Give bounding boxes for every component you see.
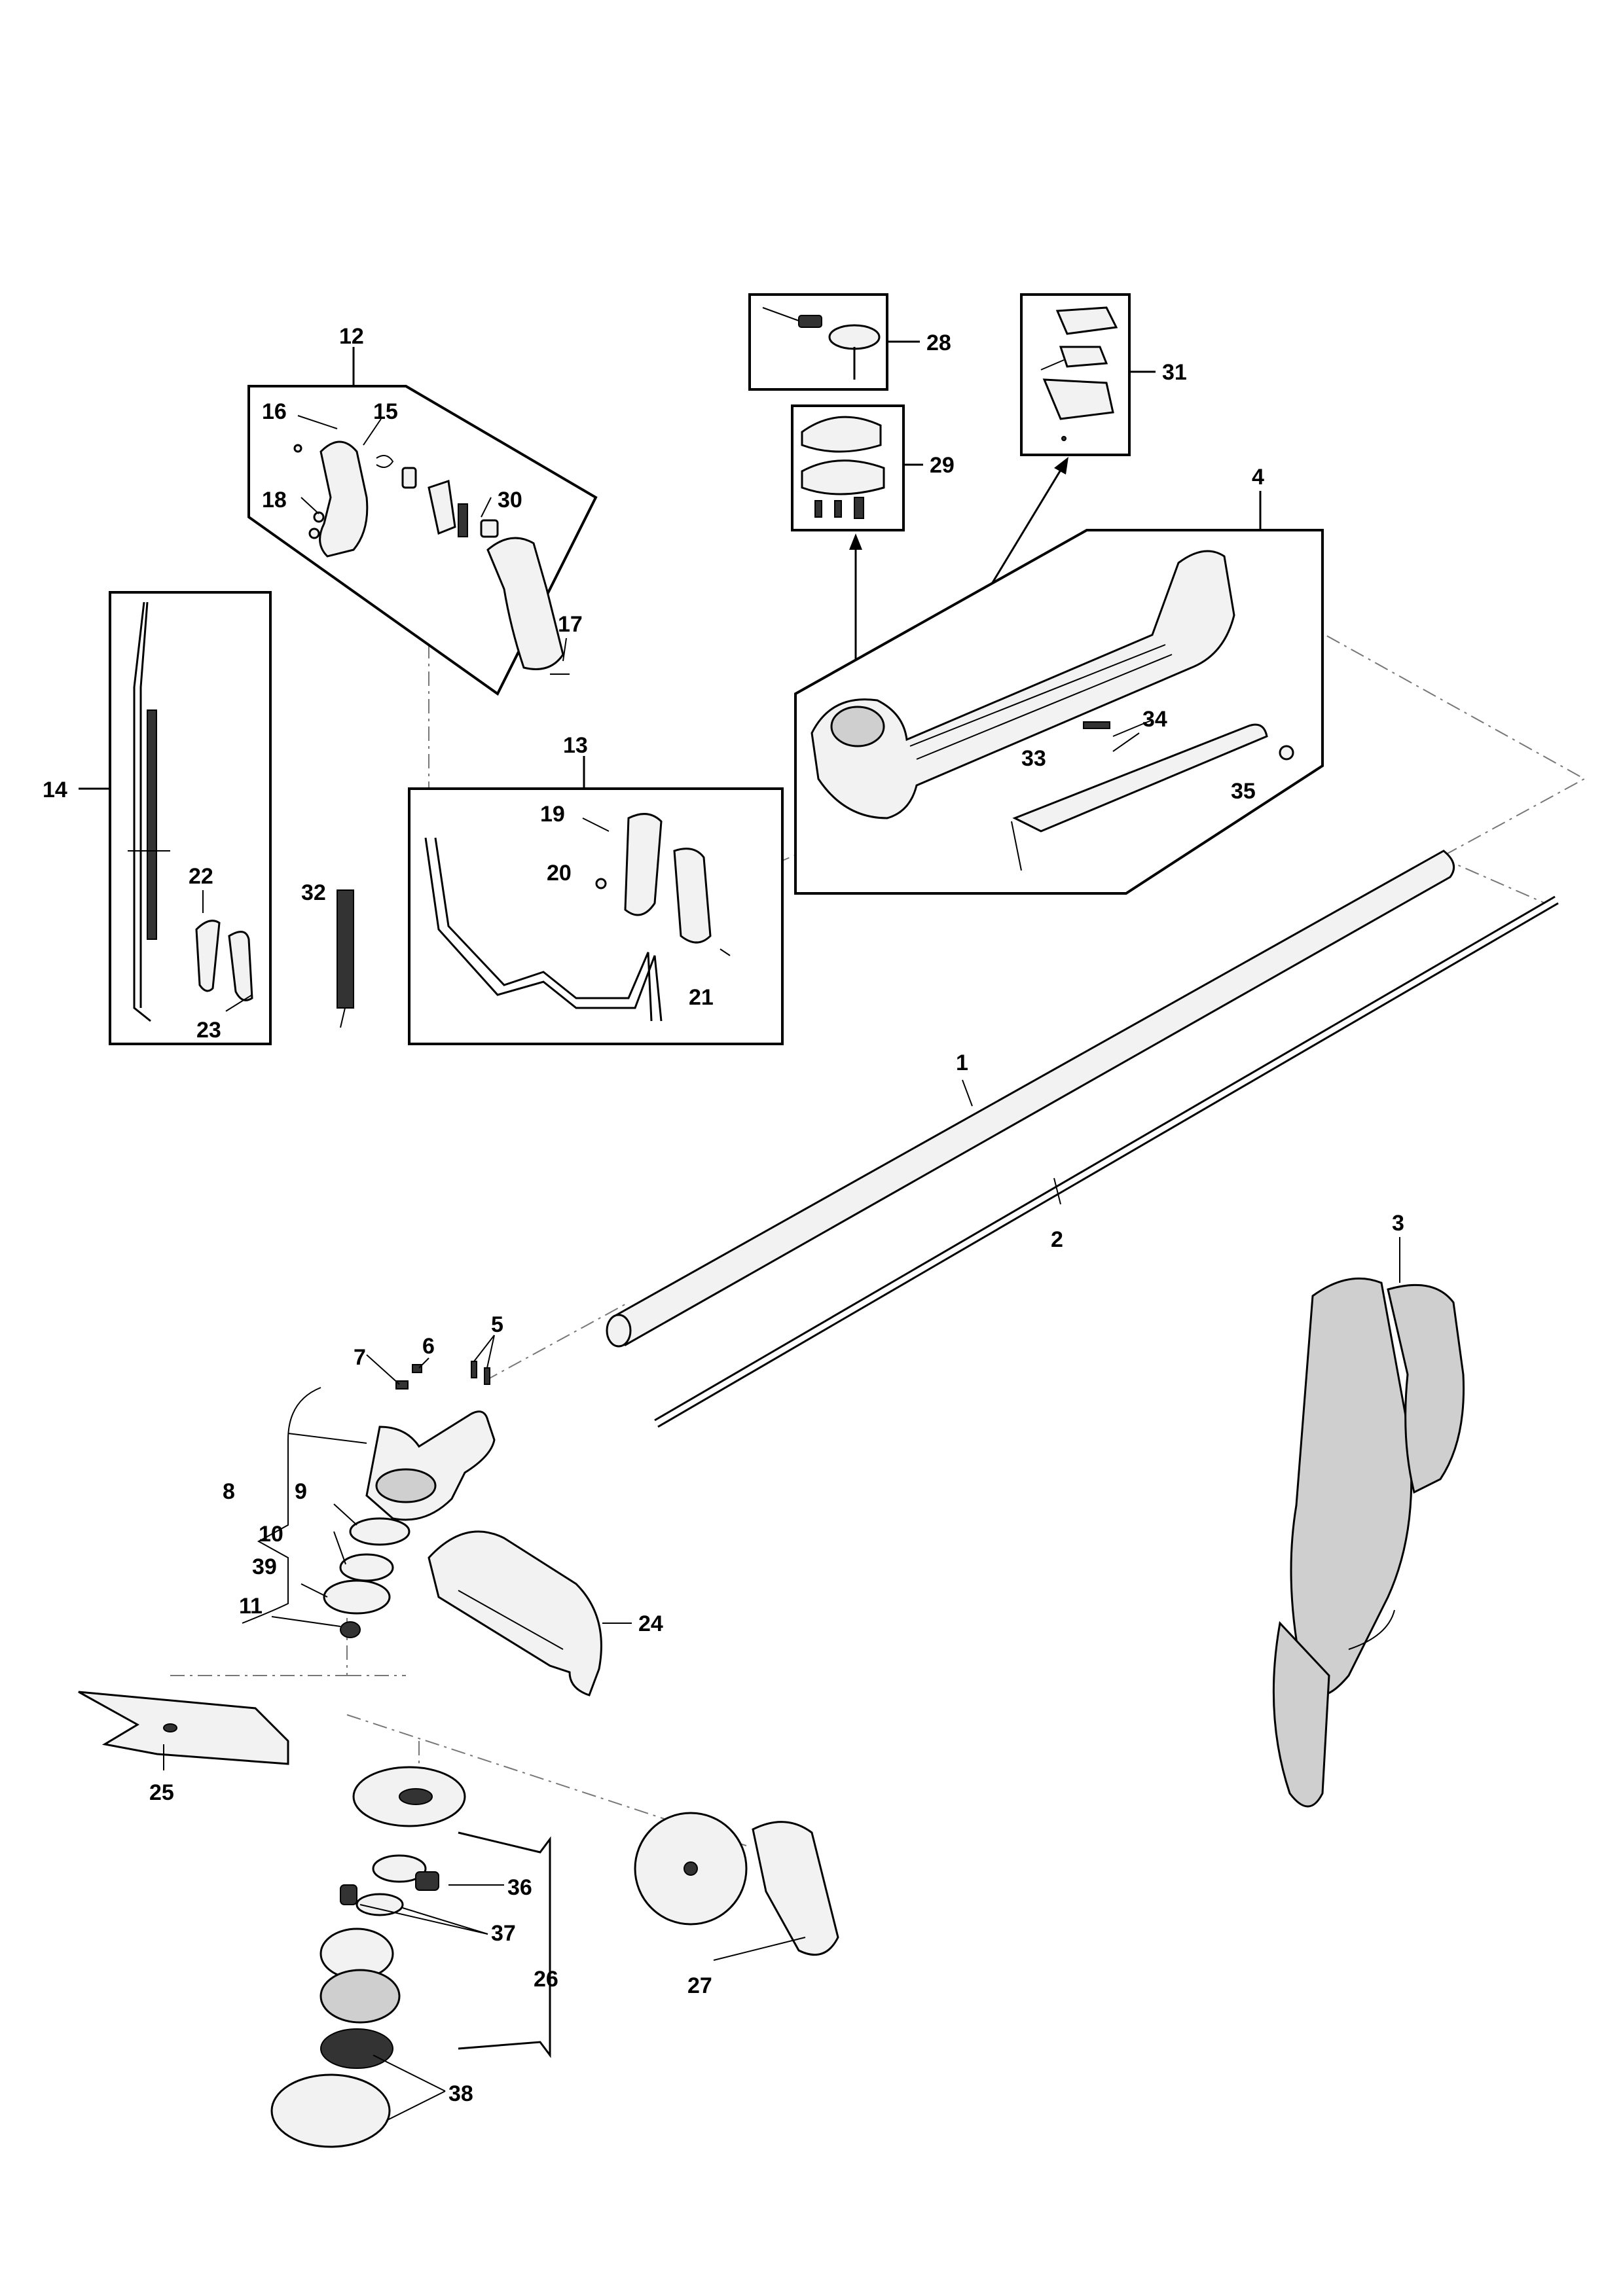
group-13-loop-handle-kit (408, 756, 784, 1045)
callout-14: 14 (43, 778, 67, 802)
callout-36: 36 (507, 1875, 532, 1900)
callout-27: 27 (687, 1973, 712, 1998)
shoulder-harness (1272, 1237, 1465, 1808)
saw-blade-kit (634, 1812, 839, 1961)
callout-5: 5 (491, 1312, 503, 1337)
callout-labels: 1 2 3 4 5 6 7 8 9 10 11 12 13 14 15 16 1… (43, 324, 1404, 2106)
callout-22: 22 (189, 864, 213, 889)
callout-4: 4 (1252, 465, 1264, 490)
drive-shaft-tube (606, 850, 1455, 1348)
callout-1: 1 (956, 1050, 968, 1075)
callout-21: 21 (689, 985, 714, 1010)
drive-shaft-rod (654, 895, 1559, 1428)
callout-29: 29 (930, 453, 955, 478)
gear-head-assembly (242, 1335, 496, 1638)
callout-31: 31 (1162, 360, 1187, 385)
callout-7: 7 (354, 1345, 366, 1370)
callout-28: 28 (926, 331, 951, 355)
callout-35: 35 (1231, 779, 1256, 804)
callout-24: 24 (638, 1611, 663, 1636)
callout-16: 16 (262, 399, 287, 424)
callout-18: 18 (262, 488, 287, 512)
trimmer-head-assembly (270, 1766, 551, 2148)
callout-8: 8 (223, 1479, 235, 1504)
callout-25: 25 (149, 1780, 174, 1805)
callout-17: 17 (558, 612, 583, 637)
callout-30: 30 (498, 488, 522, 512)
callout-26: 26 (534, 1967, 558, 1992)
callout-6: 6 (422, 1334, 435, 1359)
callout-34: 34 (1142, 707, 1167, 732)
cutting-guard (428, 1530, 632, 1696)
callout-2: 2 (1051, 1227, 1063, 1252)
callout-10: 10 (259, 1522, 283, 1547)
callout-9: 9 (295, 1479, 307, 1504)
callout-39: 39 (252, 1554, 277, 1579)
group-4-motor-housing (794, 491, 1324, 895)
callout-13: 13 (563, 733, 588, 758)
callout-11: 11 (239, 1594, 263, 1619)
group-14-cable-kit (79, 591, 354, 1045)
callout-12: 12 (339, 324, 364, 349)
group-12-rear-handle-kit (247, 347, 598, 696)
callout-32: 32 (301, 880, 326, 905)
callout-19: 19 (540, 802, 565, 827)
callout-20: 20 (547, 861, 572, 886)
callout-15: 15 (373, 399, 398, 424)
group-28-box (748, 293, 920, 391)
callout-3: 3 (1392, 1211, 1404, 1236)
callout-33: 33 (1021, 746, 1046, 771)
callout-37: 37 (491, 1921, 516, 1946)
callout-38: 38 (448, 2081, 473, 2106)
group-29-box (791, 404, 923, 531)
callout-23: 23 (196, 1018, 221, 1043)
brush-blade (78, 1691, 289, 1770)
group-31-box (1020, 293, 1156, 456)
